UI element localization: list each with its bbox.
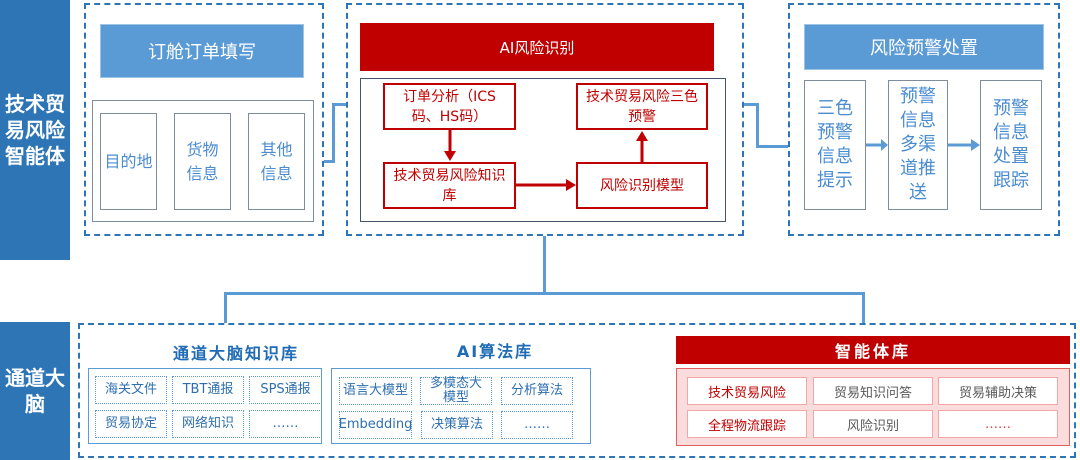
brain-layer-label: 通道大脑: [0, 322, 70, 460]
order-title: 订舱订单填写: [100, 24, 304, 78]
kb-item: 网络知识: [172, 410, 244, 438]
agent-title: 智能体库: [676, 336, 1070, 364]
brain-section: [78, 323, 1076, 458]
connector: [744, 103, 758, 106]
agent-item: 技术贸易风险: [687, 377, 807, 405]
algo-item: 语言大模型: [339, 377, 412, 405]
ai-section: [346, 3, 744, 236]
algo-title: AI算法库: [456, 342, 534, 361]
kb-title: 通道大脑知识库: [172, 344, 299, 363]
connector: [332, 103, 335, 163]
algo-item: 分析算法: [501, 377, 573, 405]
knowledge-box: 技术贸易风险知识库: [383, 162, 516, 209]
warning-box: 技术贸易风险三色预警: [576, 83, 708, 130]
agent-item: 全程物流跟踪: [687, 410, 807, 438]
kb-item: ……: [249, 410, 322, 438]
order-section: [84, 3, 324, 236]
connector: [756, 103, 759, 147]
agent-item: 风险识别: [813, 410, 933, 438]
risk-section: [788, 3, 1060, 236]
kb-item: TBT通报: [172, 376, 244, 404]
kb-item: 贸易协定: [95, 410, 167, 438]
order-item-other: 其他信息: [248, 113, 305, 210]
algo-item: ……: [501, 411, 573, 439]
risk-item-push: 预警信息多渠道推送: [888, 80, 948, 210]
flow-arrows: [444, 130, 648, 191]
agent-item: 贸易辅助决策: [938, 377, 1058, 405]
algo-item: Embedding: [339, 411, 412, 439]
connector: [224, 292, 227, 323]
connector: [862, 292, 865, 323]
kb-item: SPS通报: [249, 376, 322, 404]
kb-panel: [88, 368, 322, 444]
risk-item-tip: 三色预警信息提示: [804, 80, 866, 210]
order-items-panel: [92, 100, 314, 222]
connector: [324, 160, 334, 163]
kb-item: 海关文件: [95, 376, 167, 404]
connector: [756, 145, 788, 148]
model-box: 风险识别模型: [576, 162, 708, 209]
connector: [224, 292, 864, 295]
connector: [543, 236, 546, 294]
order-item-destination: 目的地: [100, 113, 157, 210]
algo-panel: [331, 368, 591, 444]
order-item-goods: 货物信息: [174, 113, 231, 210]
algo-item: 多模态大模型: [420, 377, 492, 405]
connector: [332, 103, 346, 106]
ai-title: AI风险识别: [360, 23, 714, 71]
ai-flow-panel: [360, 78, 726, 222]
order-analysis-box: 订单分析（ICS码、HS码）: [383, 83, 516, 130]
risk-item-track: 预警信息处置跟踪: [980, 80, 1042, 210]
algo-item: 决策算法: [421, 411, 493, 439]
risk-title: 风险预警处置: [804, 24, 1044, 70]
agent-item: ……: [938, 410, 1058, 438]
agent-item: 贸易知识问答: [813, 377, 933, 405]
risk-arrows: [866, 139, 980, 151]
agent-layer-label: 技术贸易风险智能体: [0, 0, 70, 260]
